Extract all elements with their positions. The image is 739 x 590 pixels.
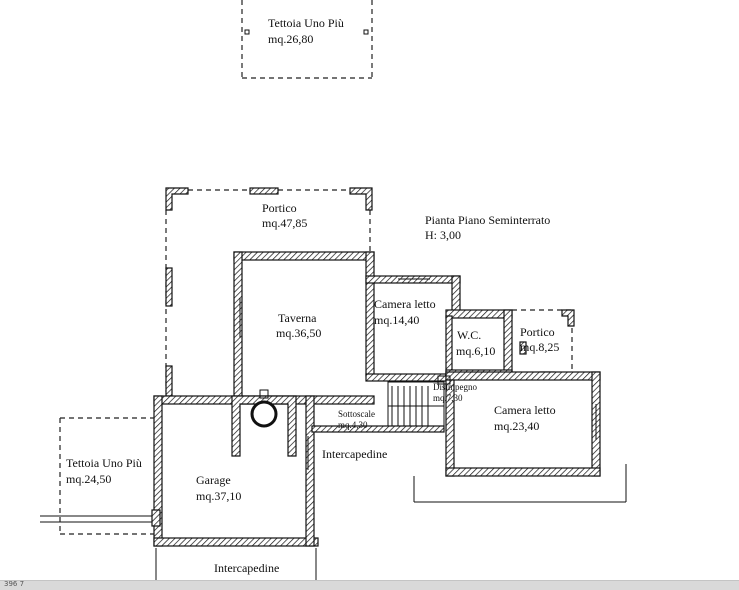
tettoia-left-area: mq.24,50 [66, 472, 111, 486]
stairs [387, 375, 451, 431]
disimpegno-name: Disimpegno [433, 382, 477, 392]
garage-name: Garage [196, 473, 231, 487]
camera-letto-1-area: mq.14,40 [374, 313, 419, 327]
camera-letto-2-area: mq.23,40 [494, 419, 539, 433]
camera-letto-1-name: Camera letto [374, 297, 436, 311]
wc-area: mq.6,10 [456, 344, 495, 358]
plan-title: Pianta Piano Seminterrato [425, 213, 550, 227]
sottoscale-area: mq.4,30 [338, 420, 368, 430]
intercapedine-bottom-name: Intercapedine [214, 561, 279, 575]
camera-letto-2-name: Camera letto [494, 403, 556, 417]
intercapedine-mid-name: Intercapedine [322, 447, 387, 461]
footer-fragment: 396 7 [4, 580, 25, 588]
disimpegno-area: mq.7,30 [433, 393, 463, 403]
wc-name: W.C. [457, 328, 481, 342]
portico-main-name: Portico [262, 201, 297, 215]
garage-walls [153, 389, 445, 547]
portico-main-outline [165, 187, 373, 397]
bottom-strip: 396 7 [0, 580, 739, 590]
tettoia-left-outline [59, 417, 161, 535]
portico-small-area: mq.8,25 [520, 340, 559, 354]
wc-walls [445, 309, 513, 377]
sottoscale-name: Sottoscale [338, 409, 375, 419]
garage-area: mq.37,10 [196, 489, 241, 503]
tettoia-top-area: mq.26,80 [268, 32, 313, 46]
tettoia-top-name: Tettoia Uno Più [268, 16, 344, 30]
tettoia-left-name: Tettoia Uno Più [66, 456, 142, 470]
taverna-walls [233, 251, 375, 399]
taverna-area: mq.36,50 [276, 326, 321, 340]
outer-lines [40, 464, 627, 580]
taverna-name: Taverna [278, 311, 317, 325]
tettoia-top-outline [241, 0, 373, 79]
plan-height: H: 3,00 [425, 228, 461, 242]
portico-small-name: Portico [520, 325, 555, 339]
portico-main-area: mq.47,85 [262, 216, 307, 230]
